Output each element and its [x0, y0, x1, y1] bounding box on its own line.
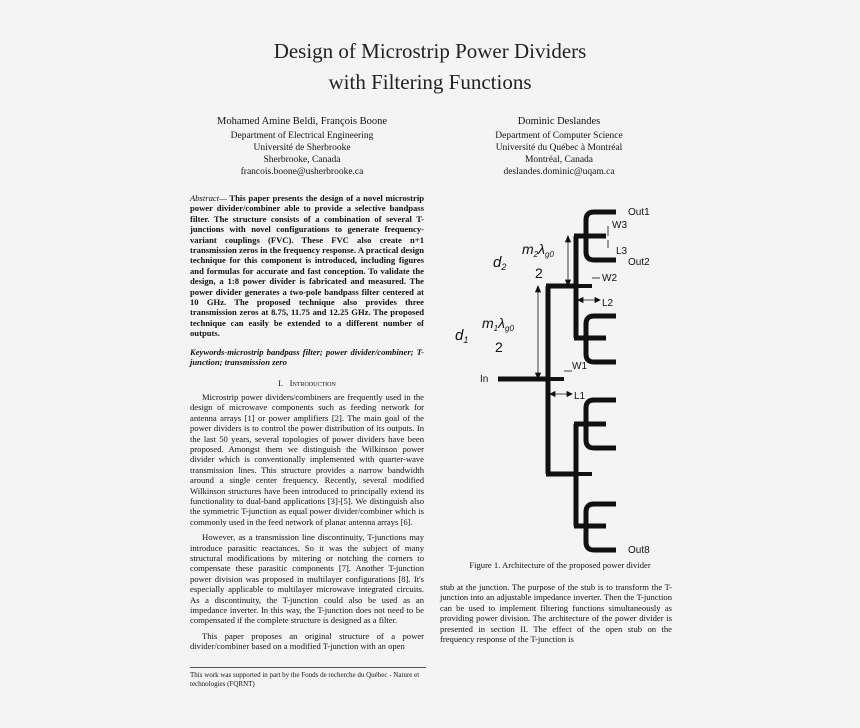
- label-d2: d2: [493, 254, 506, 272]
- out-branch: [583, 526, 616, 553]
- out-branch: [583, 424, 616, 451]
- author-city: Sherbrooke, Canada: [263, 155, 341, 165]
- label-l2: L2: [602, 298, 614, 309]
- out-branch: [583, 338, 616, 365]
- out-branch: [574, 397, 616, 427]
- section-heading: I. Introduction: [190, 378, 424, 388]
- label-l3: L3: [616, 246, 628, 257]
- keywords: Keywords-microstrip bandpass filter; pow…: [190, 346, 424, 368]
- label-d1: d1: [455, 327, 468, 345]
- label-w3: W3: [612, 220, 627, 231]
- section-title: Introduction: [289, 377, 336, 388]
- label-w2: W2: [602, 273, 617, 284]
- author-block-right: Dominic Deslandes Department of Computer…: [409, 116, 709, 178]
- author-name: Dominic Deslandes: [517, 116, 601, 127]
- title-line-1: Design of Microstrip Power Dividers: [273, 39, 587, 63]
- author-univ: Université de Sherbrooke: [253, 143, 351, 153]
- author-email: deslandes.dominic@uqam.ca: [503, 167, 615, 177]
- author-city: Montréal, Canada: [524, 155, 594, 165]
- author-email: francois.boone@usherbrooke.ca: [240, 167, 364, 177]
- out-branch: [583, 236, 616, 263]
- out-branch: [574, 501, 616, 529]
- author-univ: Université du Québec à Montréal: [495, 143, 623, 153]
- label-w1: W1: [572, 361, 587, 372]
- footnote: This work was supported in part by the F…: [190, 667, 426, 689]
- label-in: In: [480, 374, 488, 385]
- label-m1-lambda: m1λg0: [482, 315, 514, 333]
- label-out1: Out1: [628, 207, 650, 218]
- title-line-2: with Filtering Functions: [328, 70, 532, 94]
- abstract: Abstract— This paper presents the design…: [190, 193, 424, 339]
- section-number: I.: [278, 377, 284, 388]
- out-branch: [574, 313, 616, 341]
- author-name: Mohamed Amine Beldi, François Boone: [216, 116, 388, 127]
- label-l1: L1: [574, 391, 586, 402]
- label-out8: Out8: [628, 545, 650, 556]
- left-column: Abstract— This paper presents the design…: [190, 193, 424, 657]
- intro-paragraph-3: This paper proposes an original structur…: [190, 630, 424, 652]
- label-two-lower: 2: [495, 339, 503, 355]
- label-m2-lambda: m2λg0: [522, 241, 554, 259]
- paper-title: Design of Microstrip Power Dividers with…: [0, 36, 860, 98]
- author-block-left: Mohamed Amine Beldi, François Boone Depa…: [152, 116, 452, 178]
- abstract-text: This paper presents the design of a nove…: [190, 193, 424, 339]
- author-dept: Department of Computer Science: [495, 131, 623, 141]
- figure-caption: Figure 1. Architecture of the proposed p…: [469, 560, 651, 570]
- power-divider-figure: Out1 Out2 Out8 In W3 L3 W2 L2 W1 L1 d2 m…: [455, 207, 650, 556]
- label-out2: Out2: [628, 257, 650, 268]
- abstract-label: Abstract—: [190, 193, 227, 203]
- label-two-upper: 2: [535, 265, 543, 281]
- right-column-text: stub at the junction. The purpose of the…: [440, 582, 672, 645]
- author-dept: Department of Electrical Engineering: [230, 131, 374, 141]
- out-branch: [574, 209, 616, 239]
- intro-paragraph-1: Microstrip power dividers/combiners are …: [190, 391, 424, 527]
- intro-paragraph-2: However, as a transmission line disconti…: [190, 532, 424, 626]
